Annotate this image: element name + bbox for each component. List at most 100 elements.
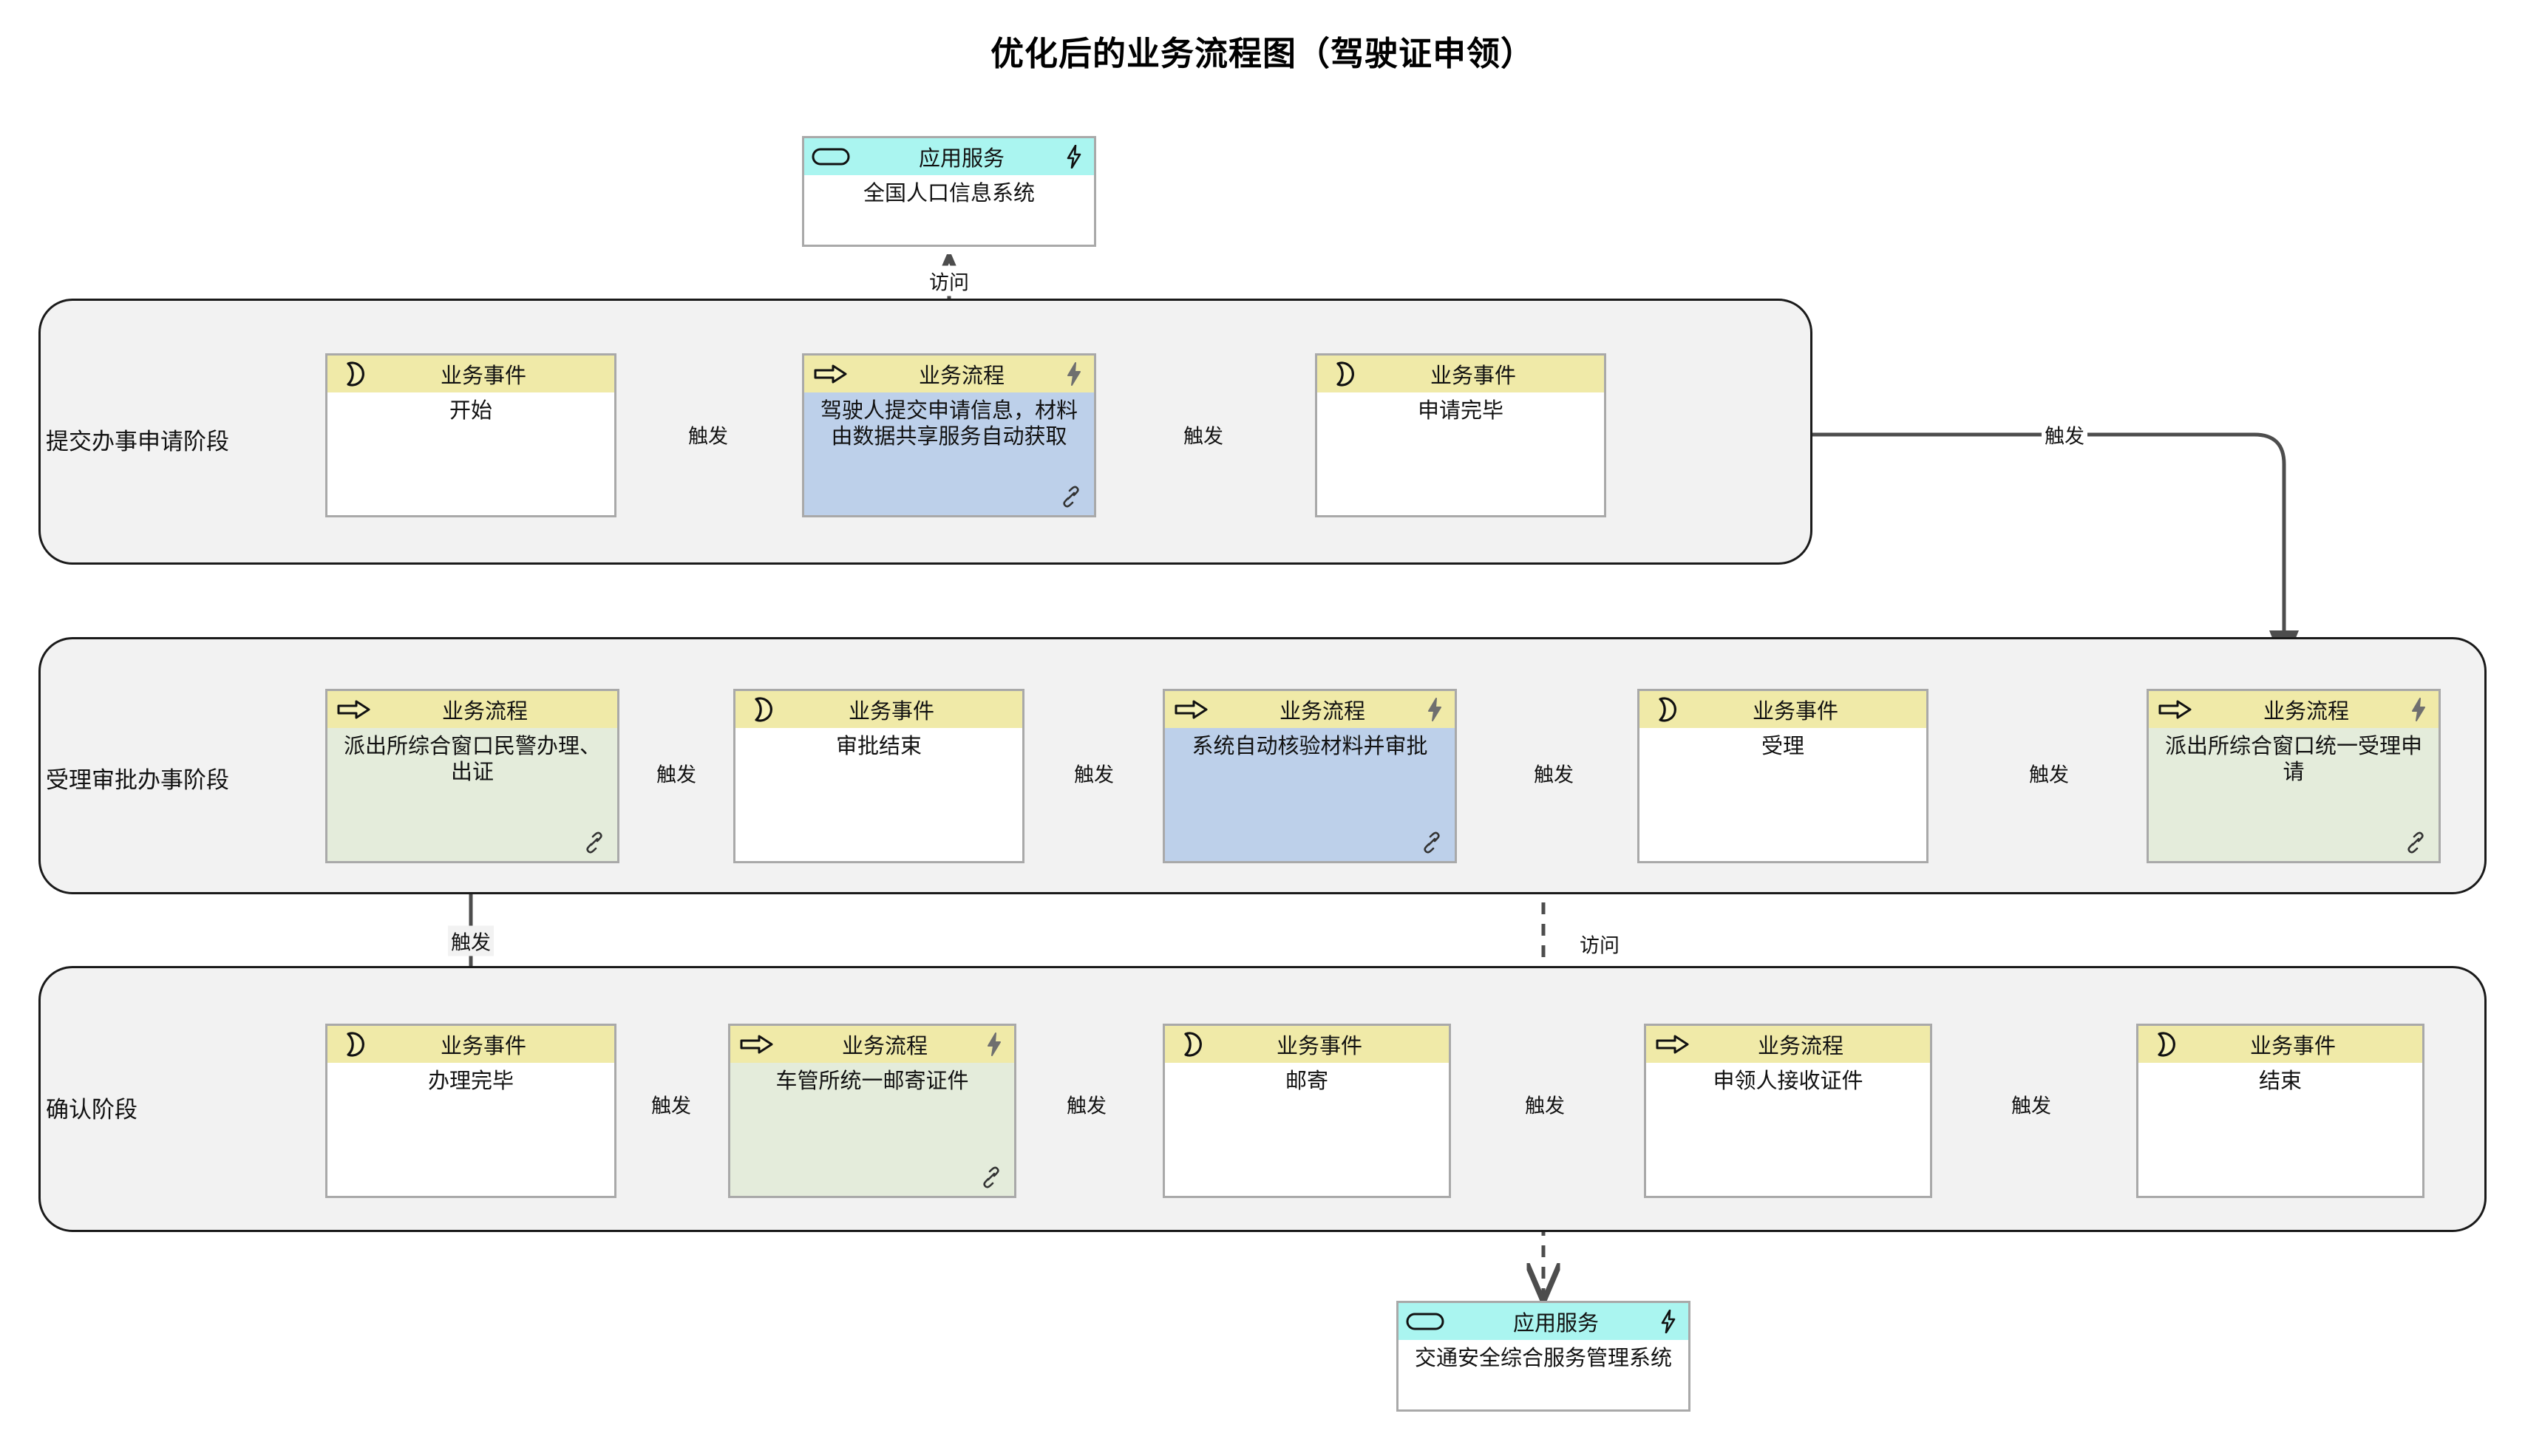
node-type-label: 业务事件 bbox=[1752, 700, 1838, 724]
node-type-label: 业务事件 bbox=[848, 700, 934, 724]
node-header: 业务流程 bbox=[327, 691, 617, 728]
node-header: 业务流程 bbox=[1165, 691, 1455, 728]
lightning-bolt-icon bbox=[1659, 1309, 1678, 1334]
node-type-label: 业务事件 bbox=[440, 1035, 526, 1058]
node-type-label: 业务流程 bbox=[1279, 700, 1365, 724]
node-business-event-mailing[interactable]: 业务事件 邮寄 bbox=[1163, 1024, 1451, 1198]
lightning-bolt-icon bbox=[1425, 697, 1444, 722]
edge-label-trigger-7: 触发 bbox=[653, 758, 699, 789]
node-business-event-accept[interactable]: 业务事件 受理 bbox=[1637, 689, 1928, 863]
edge-label-trigger-4: 触发 bbox=[2026, 758, 2072, 789]
node-header: 业务事件 bbox=[735, 691, 1022, 728]
node-name: 受理 bbox=[1639, 728, 1926, 861]
node-name: 审批结束 bbox=[735, 728, 1022, 861]
node-name: 驾驶人提交申请信息，材料由数据共享服务自动获取 bbox=[804, 392, 1094, 515]
arrow-process-icon bbox=[335, 699, 373, 720]
node-header: 业务流程 bbox=[730, 1026, 1014, 1063]
node-business-event-start[interactable]: 业务事件 开始 bbox=[325, 353, 616, 517]
node-header: 应用服务 bbox=[804, 138, 1094, 175]
edge-label-trigger-6: 触发 bbox=[1071, 758, 1117, 789]
node-type-label: 应用服务 bbox=[918, 147, 1005, 171]
lightning-bolt-icon bbox=[2409, 697, 2428, 722]
node-type-label: 业务事件 bbox=[2249, 1035, 2336, 1058]
edge-label-access-1: 访问 bbox=[926, 265, 972, 296]
link-chain-icon bbox=[2403, 831, 2428, 854]
node-name: 申领人接收证件 bbox=[1646, 1063, 1930, 1196]
arrow-process-icon bbox=[1172, 699, 1211, 720]
node-header: 业务事件 bbox=[327, 1026, 614, 1063]
node-type-label: 业务流程 bbox=[918, 364, 1005, 388]
crescent-event-icon bbox=[1325, 361, 1363, 387]
edge-label-trigger-11: 触发 bbox=[1522, 1089, 1568, 1120]
crescent-event-icon bbox=[1647, 697, 1685, 722]
lightning-bolt-icon bbox=[1064, 144, 1084, 169]
phase-label-3: 确认阶段 bbox=[46, 1097, 137, 1123]
edge-label-trigger-10: 触发 bbox=[1064, 1089, 1109, 1120]
node-business-event-handling-complete[interactable]: 业务事件 办理完毕 bbox=[325, 1024, 616, 1198]
edge-label-trigger-12: 触发 bbox=[2008, 1089, 2054, 1120]
node-header: 业务事件 bbox=[327, 356, 614, 392]
node-header: 业务事件 bbox=[1639, 691, 1926, 728]
node-business-process-receive-certificate[interactable]: 业务流程 申领人接收证件 bbox=[1644, 1024, 1932, 1198]
crescent-event-icon bbox=[743, 697, 781, 722]
node-name: 申请完毕 bbox=[1317, 392, 1604, 515]
application-service-traffic-system[interactable]: 应用服务 交通安全综合服务管理系统 bbox=[1396, 1301, 1690, 1412]
node-business-event-application-complete[interactable]: 业务事件 申请完毕 bbox=[1315, 353, 1606, 517]
lightning-bolt-icon bbox=[1064, 361, 1084, 387]
edge-applied-to-unified bbox=[1606, 432, 2299, 668]
node-name: 派出所综合窗口统一受理申请 bbox=[2149, 728, 2439, 861]
crescent-event-icon bbox=[2146, 1032, 2184, 1057]
crescent-event-icon bbox=[335, 361, 373, 387]
edge-label-trigger-5: 触发 bbox=[1531, 758, 1577, 789]
node-header: 业务事件 bbox=[1317, 356, 1604, 392]
node-type-label: 业务事件 bbox=[440, 364, 526, 388]
node-type-label: 业务流程 bbox=[2263, 700, 2349, 724]
node-name: 全国人口信息系统 bbox=[804, 175, 1094, 245]
application-service-population-system[interactable]: 应用服务 全国人口信息系统 bbox=[802, 136, 1096, 247]
node-name: 车管所统一邮寄证件 bbox=[730, 1063, 1014, 1196]
node-business-event-end[interactable]: 业务事件 结束 bbox=[2136, 1024, 2424, 1198]
rounded-rect-service-icon bbox=[1406, 1312, 1444, 1331]
edge-label-trigger-8: 触发 bbox=[448, 925, 494, 956]
node-business-process-police-handle[interactable]: 业务流程 派出所综合窗口民警办理、出证 bbox=[325, 689, 619, 863]
link-chain-icon bbox=[1058, 486, 1084, 508]
edge-label-trigger-3: 触发 bbox=[2042, 419, 2087, 450]
node-type-label: 业务事件 bbox=[1430, 364, 1516, 388]
link-chain-icon bbox=[1419, 831, 1444, 854]
node-type-label: 业务流程 bbox=[841, 1035, 928, 1058]
node-type-label: 应用服务 bbox=[1512, 1312, 1599, 1336]
node-header: 业务流程 bbox=[804, 356, 1094, 392]
node-name: 开始 bbox=[327, 392, 614, 515]
node-business-process-unified-accept[interactable]: 业务流程 派出所综合窗口统一受理申请 bbox=[2147, 689, 2441, 863]
node-header: 业务流程 bbox=[1646, 1026, 1930, 1063]
node-name: 结束 bbox=[2138, 1063, 2422, 1196]
node-type-label: 业务流程 bbox=[441, 700, 528, 724]
edge-label-access-2: 访问 bbox=[1577, 928, 1622, 959]
node-type-label: 业务事件 bbox=[1276, 1035, 1362, 1058]
node-name: 交通安全综合服务管理系统 bbox=[1399, 1340, 1688, 1409]
crescent-event-icon bbox=[335, 1032, 373, 1057]
node-business-process-auto-verify[interactable]: 业务流程 系统自动核验材料并审批 bbox=[1163, 689, 1457, 863]
edge-label-trigger-2: 触发 bbox=[1180, 419, 1226, 450]
node-type-label: 业务流程 bbox=[1757, 1035, 1843, 1058]
node-header: 业务流程 bbox=[2149, 691, 2439, 728]
edge-label-trigger-9: 触发 bbox=[648, 1089, 694, 1120]
node-business-event-approval-complete[interactable]: 业务事件 审批结束 bbox=[733, 689, 1024, 863]
arrow-process-icon bbox=[2156, 699, 2195, 720]
rounded-rect-service-icon bbox=[812, 147, 850, 166]
link-chain-icon bbox=[979, 1166, 1004, 1188]
link-chain-icon bbox=[582, 831, 607, 854]
node-name: 派出所综合窗口民警办理、出证 bbox=[327, 728, 617, 861]
phase-label-1: 提交办事申请阶段 bbox=[46, 429, 229, 455]
node-name: 系统自动核验材料并审批 bbox=[1165, 728, 1455, 861]
page-title: 优化后的业务流程图（驾驶证申领） bbox=[990, 35, 1535, 72]
node-header: 业务事件 bbox=[1165, 1026, 1449, 1063]
node-header: 业务事件 bbox=[2138, 1026, 2422, 1063]
node-business-process-mail-certificate[interactable]: 业务流程 车管所统一邮寄证件 bbox=[728, 1024, 1016, 1198]
node-name: 邮寄 bbox=[1165, 1063, 1449, 1196]
edge-label-trigger-1: 触发 bbox=[685, 419, 731, 450]
crescent-event-icon bbox=[1172, 1032, 1211, 1057]
node-business-process-submit-application[interactable]: 业务流程 驾驶人提交申请信息，材料由数据共享服务自动获取 bbox=[802, 353, 1096, 517]
node-header: 应用服务 bbox=[1399, 1303, 1688, 1340]
